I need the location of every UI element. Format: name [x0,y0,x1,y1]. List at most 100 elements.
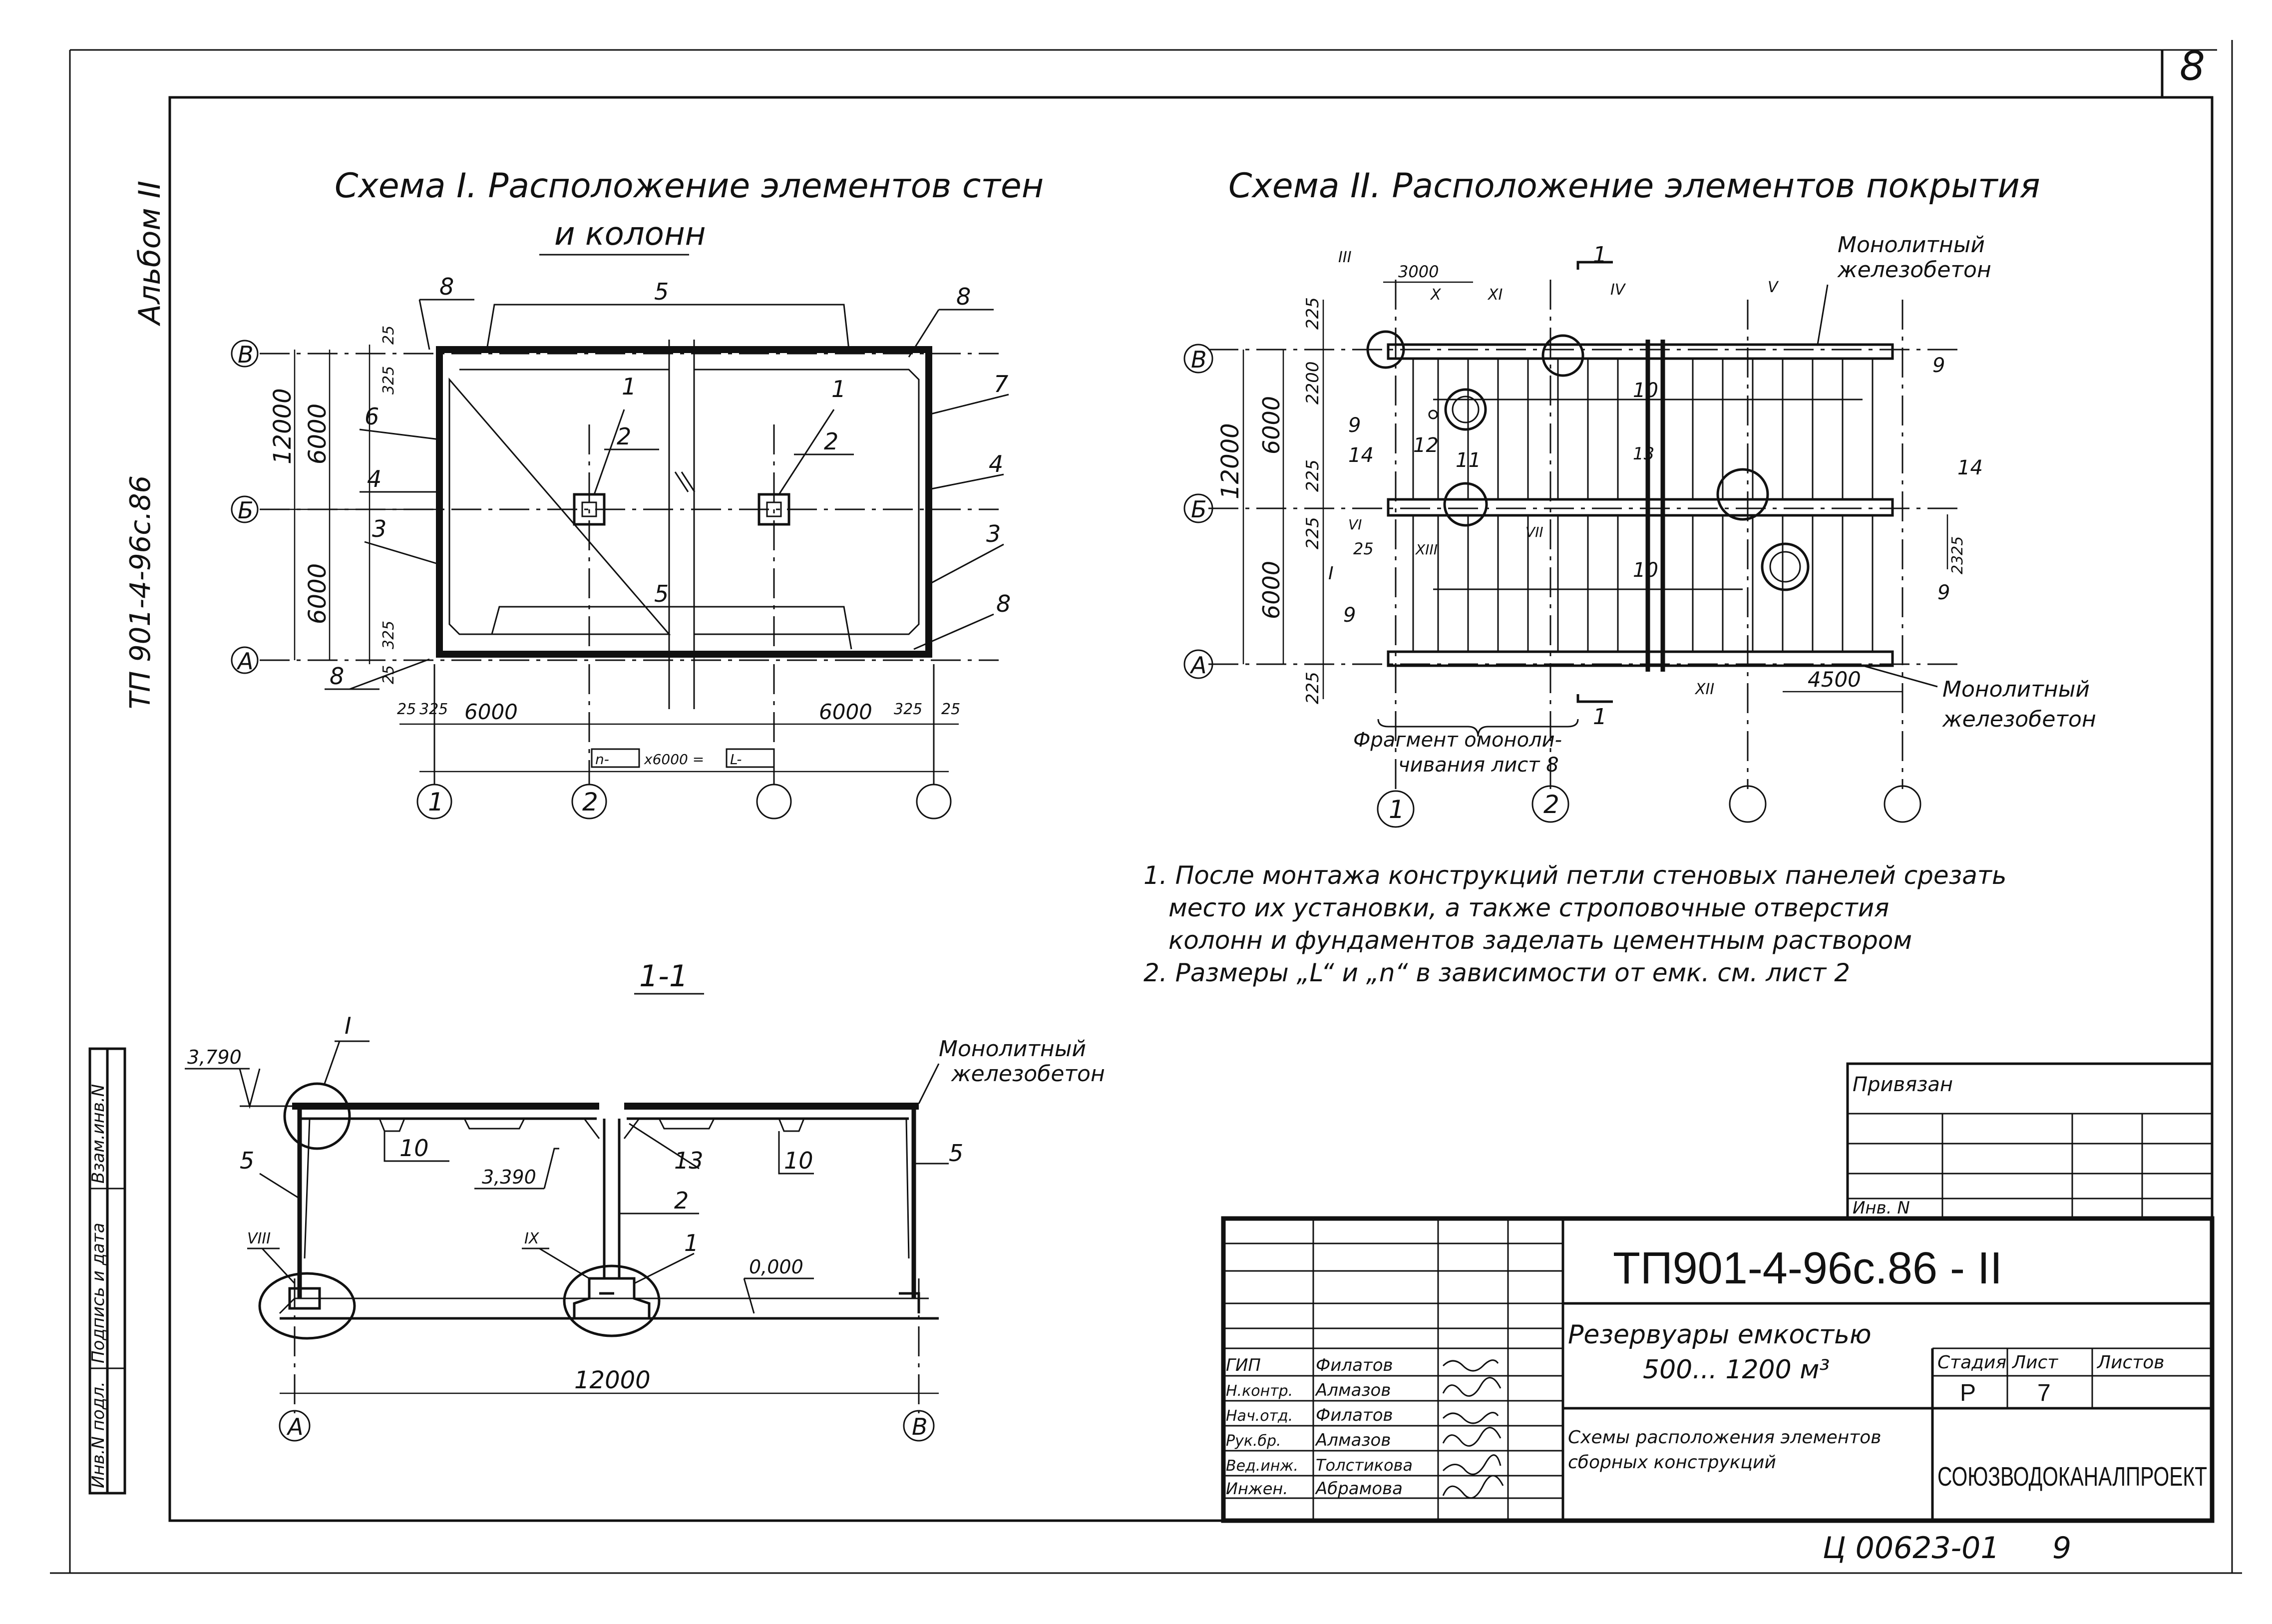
organization: СОЮЗВОДОКАНАЛПРОЕКТ [1937,1462,2207,1492]
sheet-value: 7 [2037,1380,2051,1406]
s1-mark-2-left: 2 [617,423,631,450]
person-name-1: Алмазов [1315,1380,1391,1400]
s2-dim-4500: 4500 [1808,667,1861,692]
section-mark-2: 2 [674,1187,689,1214]
binding-label: Привязан [1853,1073,1953,1096]
section-mark-1: 1 [684,1229,699,1256]
s2-mark-9-d: 9 [1937,581,1950,604]
person-name-2: Филатов [1316,1405,1393,1425]
object-line-2: 500... 1200 м³ [1643,1355,1830,1385]
sheet-title-2: сборных конструкций [1568,1452,1776,1473]
note-line-3: колонн и фундаментов заделать цементным … [1168,926,1912,955]
section-monolith-1: Монолитный [939,1036,1086,1062]
s2-monolith-bot-1: Монолитный [1942,677,2090,702]
s2-roman-V: V [1768,279,1779,296]
s2-mark-10-a: 10 [1633,379,1658,402]
s2-fragment-2: чивания лист 8 [1398,754,1559,777]
s2-mark-9-b: 9 [1932,354,1945,377]
s1-dim-b-325-left: 325 [419,701,448,718]
sheet-title-1: Схемы расположения элементов [1568,1427,1882,1448]
s1-mark-1-left: 1 [622,373,636,400]
elev-mid: 3,390 [482,1166,536,1188]
s2-mark-9-c: 9 [1343,604,1356,627]
person-role-5: Инжен. [1226,1479,1288,1498]
s2-mark-9-a: 9 [1348,414,1361,437]
person-role-2: Нач.отд. [1226,1407,1293,1425]
s2-axis-2: 2 [1543,790,1559,819]
strip-cell-sign: Подпись и дата [88,1222,108,1363]
section-mark-5-right: 5 [949,1140,963,1167]
left-stamp-strip: Инв.N подл. Подпись и дата Взам.инв.N [88,1047,126,1495]
s2-dim-6000-bot: 6000 [1258,561,1285,619]
project-side-label: ТП 901-4-96с.86 [124,475,157,709]
s1-mark-5-bot: 5 [654,580,669,607]
sheet-label: Лист [2011,1352,2058,1373]
s2-mark-12: 12 [1413,434,1439,457]
s1-mark-4-left: 4 [367,465,381,492]
scheme1-title-line1: Схема I. Расположение элементов стен [335,166,1044,206]
sheets-label: Листов [2096,1352,2164,1373]
section-mark-10-left: 10 [399,1135,429,1162]
person-name-3: Алмазов [1315,1430,1391,1450]
s1-mark-7: 7 [994,371,1008,398]
s2-mark-10-b: 10 [1633,559,1658,582]
s2-dim-2200: 2200 [1303,361,1323,405]
footer-code: Ц 00623-01 [1823,1531,2000,1566]
s2-axis-1: 1 [1389,795,1405,824]
s2-monolith-top-2: железобетон [1837,257,1991,283]
section-1-1: 1-1 3,790 3,390 0,000 I [185,959,1105,1442]
person-name-0: Филатов [1316,1355,1393,1375]
s1-axis-2: 2 [582,788,598,816]
scheme-1: Схема I. Расположение элементов стен и к… [231,166,1044,819]
s2-dim-25: 25 [1353,539,1374,558]
scheme1-title-line2: и колонн [554,216,706,253]
sheet-number: 8 [2180,43,2205,89]
section-mark-5-left: 5 [240,1147,254,1174]
s2-monolith-bot-2: железобетон [1942,707,2096,732]
s2-dim-225-b: 225 [1303,459,1323,492]
s2-roman-XII: XII [1694,681,1714,698]
binding-table: Привязан Инв. N [1846,1062,2214,1220]
s1-dim-325-top: 325 [380,366,397,395]
stage-label: Стадия [1937,1352,2006,1373]
s2-dim-2325: 2325 [1949,536,1966,574]
s2-dim-225-d: 225 [1303,672,1323,704]
s1-dim-b-325-right: 325 [894,701,922,718]
note-line-2: место их установки, а также строповочные… [1168,893,1889,922]
s1-mark-3-left: 3 [372,515,386,542]
s1-dim-325-bot: 325 [380,621,397,649]
s1-dim-6000-top: 6000 [304,404,332,464]
s2-axis-A: А [1189,652,1206,679]
s2-roman-XI: XI [1487,286,1503,304]
person-role-0: ГИП [1226,1355,1261,1375]
s1-dim-25-top: 25 [380,326,397,345]
s1-formula-mid: x6000 = [644,751,704,768]
s2-dim-6000-top: 6000 [1258,396,1285,454]
s2-roman-IV: IV [1610,281,1626,299]
s1-mark-8-tl: 8 [439,273,454,300]
person-name-4: Толстикова [1316,1456,1413,1475]
elev-zero: 0,000 [749,1256,803,1278]
s1-axis-Bb: Б [238,497,254,524]
s2-fragment-1: Фрагмент омоноли- [1353,729,1562,752]
s1-dim-b-25-left: 25 [397,701,416,718]
elev-top: 3,790 [187,1046,242,1068]
s2-dim-12000: 12000 [1216,423,1244,499]
s2-roman-XIII: XIII [1415,541,1438,558]
binding-inv: Инв. N [1853,1198,1910,1218]
section-dim-12000: 12000 [574,1366,651,1394]
s2-section-top: 1 [1593,242,1607,268]
s1-formula-n: n- [595,751,609,768]
person-role-1: Н.контр. [1226,1382,1293,1400]
person-role-4: Вед.инж. [1226,1457,1298,1475]
s1-mark-4-right: 4 [989,450,1003,477]
section-roman-IX: IX [524,1230,540,1247]
stage-value: Р [1960,1380,1976,1406]
s2-section-bot: 1 [1593,704,1607,730]
s2-axis-Bb: Б [1191,496,1207,523]
s1-dim-b-6000-left: 6000 [464,700,518,724]
note-line-4: 2. Размеры „L“ и „n“ в зависимости от ем… [1143,958,1850,987]
s1-mark-2-right: 2 [824,428,838,455]
s1-dim-b-6000-right: 6000 [819,700,872,724]
